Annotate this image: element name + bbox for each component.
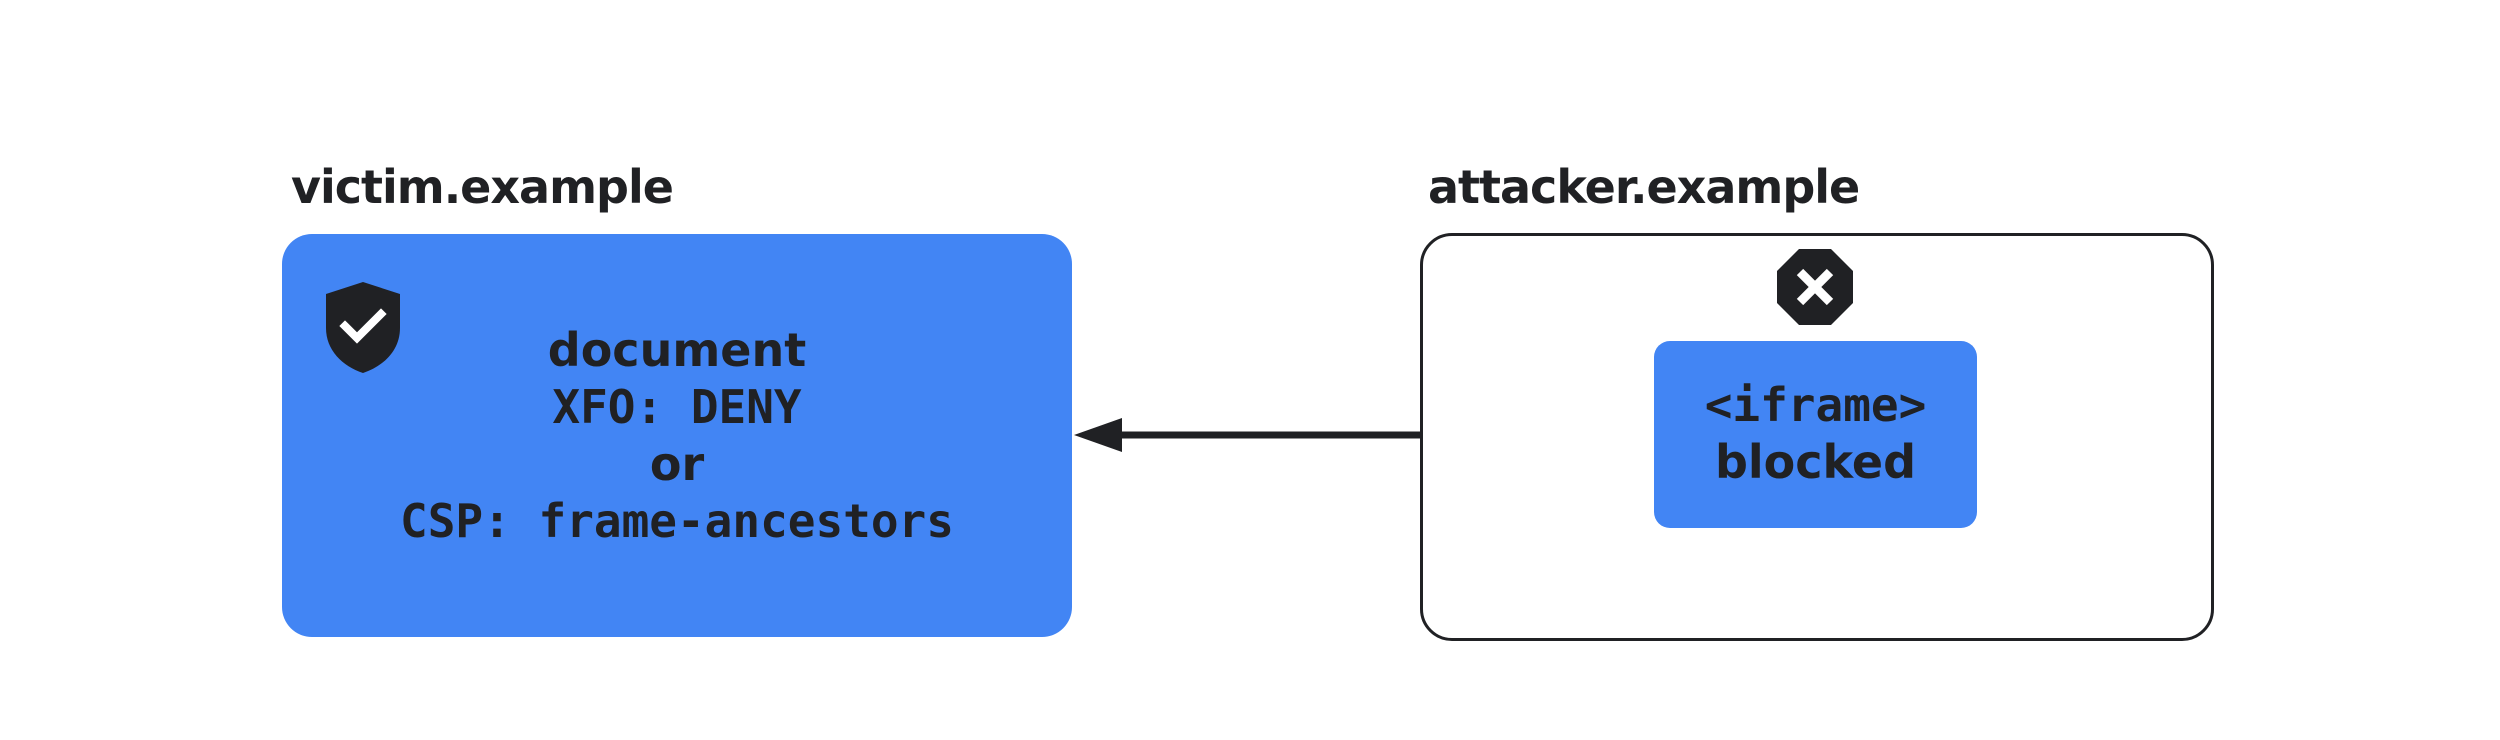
victim-document-box: document XFO: DENY or CSP: frame-ancesto…: [282, 234, 1072, 637]
victim-site-label: victim.example: [291, 160, 674, 214]
shield-check-icon: [326, 282, 400, 373]
csp-header-text: CSP: frame-ancestors: [400, 494, 954, 548]
victim-document-text: document XFO: DENY or CSP: frame-ancesto…: [282, 322, 1072, 550]
xfo-header-text: XFO: DENY: [552, 380, 802, 434]
or-text: or: [649, 437, 705, 491]
document-label: document: [547, 323, 807, 377]
attacker-site-label: attacker.example: [1428, 160, 1860, 214]
iframe-tag-text: <iframe>: [1704, 378, 1927, 432]
iframe-box: <iframe> blocked: [1654, 341, 1977, 528]
blocked-text: blocked: [1714, 435, 1917, 489]
iframe-text: <iframe> blocked: [1654, 377, 1977, 491]
blocked-x-icon: [1777, 249, 1853, 325]
